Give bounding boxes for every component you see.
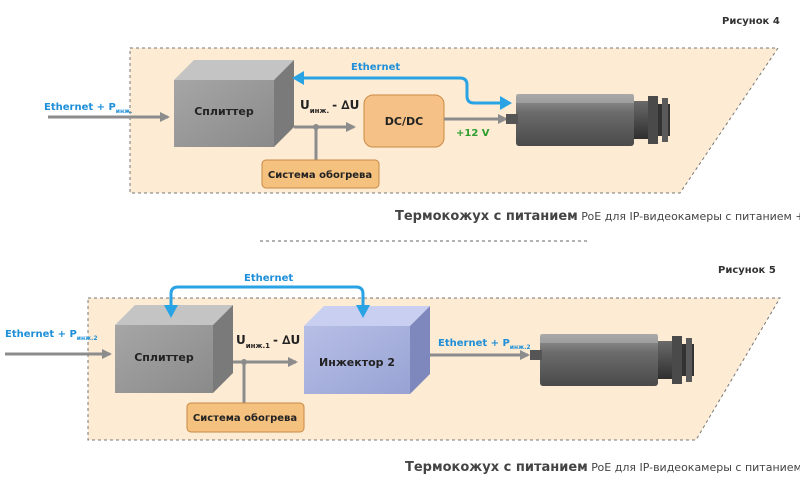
ip-camera-icon — [506, 94, 670, 146]
voltage-sub: инж. — [310, 107, 329, 115]
voltage-rest: - ∆U — [273, 333, 300, 347]
voltage-sub: инж.1 — [246, 342, 270, 350]
splitter-label: Сплиттер — [194, 105, 254, 118]
ethernet-output-sub: инж.2 — [510, 344, 531, 351]
voltage-rest: - ∆U — [332, 98, 359, 112]
voltage-label: Uинж.- ∆U — [300, 98, 359, 115]
ethernet-link-line — [169, 285, 365, 306]
heating-system-box — [186, 402, 305, 433]
figure-4-label: Рисунок 4 — [722, 16, 780, 27]
ethernet-output-label: Ethernet + Pинж.2 — [438, 338, 531, 351]
ethernet-arrowhead-right — [356, 305, 370, 318]
injector-label: Инжектор 2 — [319, 356, 395, 369]
ethernet-top-label: Ethernet — [351, 62, 400, 73]
power-12v-label: +12 V — [456, 128, 490, 139]
splitter-label: Сплиттер — [134, 351, 194, 364]
figure-5-label: Рисунок 5 — [718, 265, 776, 276]
heating-system-label: Система обогрева — [193, 412, 297, 424]
caption-rest: PoE для IP-видеокамеры с питанием +12 V — [578, 210, 800, 223]
ethernet-output-text: Ethernet + P — [438, 338, 510, 349]
figure-4-caption: Термокожух с питанием PoE для IP-видеока… — [395, 209, 800, 224]
ethernet-input-sub: инж.2 — [77, 335, 98, 342]
figure-5: Рисунок 5 Ethernet + Pинж.2 Сплиттер Uин… — [5, 265, 800, 475]
ethernet-input-label: Ethernet + Pинж. — [44, 102, 132, 115]
ethernet-input-text: Ethernet + P — [5, 329, 77, 340]
voltage-u: U — [300, 98, 310, 112]
ip-camera-icon — [530, 334, 694, 386]
injector-box — [304, 306, 430, 394]
splitter-box — [115, 305, 233, 393]
caption-bold: Термокожух с питанием — [405, 460, 588, 475]
ethernet-arrowhead-right — [500, 96, 512, 110]
figure-4: Рисунок 4 Ethernet + Pинж. Сплиттер Uинж… — [44, 16, 800, 224]
splitter-box — [174, 60, 294, 147]
figure-5-caption: Термокожух с питанием PoE для IP-видеока… — [405, 460, 800, 475]
dcdc-label: DC/DC — [385, 115, 423, 128]
ethernet-input-label: Ethernet + Pинж.2 — [5, 329, 98, 342]
ethernet-arrowhead-left — [292, 71, 304, 85]
heating-system-label: Система обогрева — [268, 169, 372, 181]
heating-system-box — [261, 159, 380, 189]
caption-bold: Термокожух с питанием — [395, 209, 578, 224]
ethernet-top-label: Ethernet — [244, 273, 293, 284]
voltage-u: U — [236, 333, 246, 347]
caption-rest: PoE для IP-видеокамеры с питанием PoE — [588, 461, 800, 474]
ethernet-input-text: Ethernet + P — [44, 102, 116, 113]
ethernet-input-sub: инж. — [116, 108, 133, 115]
ethernet-arrowhead-left — [164, 305, 178, 318]
voltage-label: Uинж.1- ∆U — [236, 333, 300, 350]
ethernet-link-line — [302, 76, 500, 105]
dcdc-box — [363, 94, 445, 148]
